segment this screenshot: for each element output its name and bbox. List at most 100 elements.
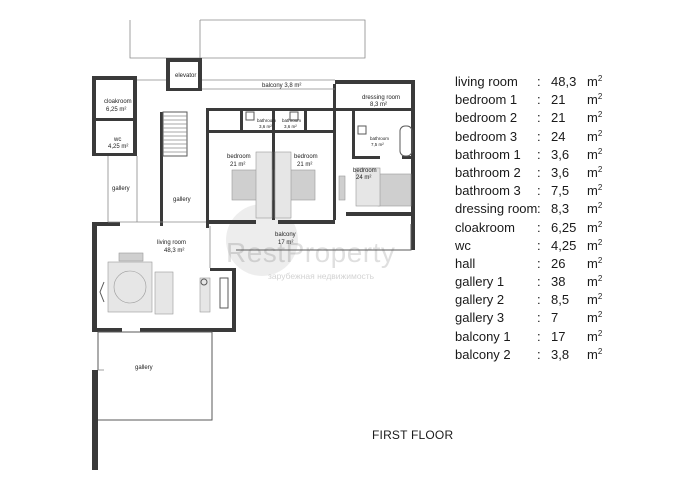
legend-separator: :: [537, 110, 541, 126]
window-bay: [219, 277, 229, 309]
legend-separator: :: [537, 201, 541, 217]
legend-area-value: 8,5: [551, 292, 570, 308]
legend-unit-exponent: 2: [597, 92, 603, 102]
legend-separator: :: [537, 328, 541, 344]
legend-separator: :: [537, 219, 541, 235]
legend-row: bathroom 1:3,6 m2: [455, 146, 655, 164]
legend-room-name: living room: [455, 74, 518, 89]
legend-unit-exponent: 2: [597, 110, 603, 120]
coffee-table: [113, 270, 147, 304]
legend-room-name: hall: [455, 255, 476, 271]
legend-area-value: 3,6: [551, 146, 570, 162]
legend-area-unit: m2: [587, 164, 602, 182]
legend-unit-base: m: [587, 146, 598, 162]
legend-area-unit: m2: [587, 255, 602, 273]
legend-area-unit: m2: [587, 291, 602, 309]
legend-area-value: 21: [551, 92, 566, 108]
label-gallery-left: gallery: [112, 186, 130, 192]
legend-area-value: 48,3: [551, 74, 577, 89]
bathtub: [399, 125, 413, 157]
label-bathroom-left-area: 3,6 m²: [259, 124, 272, 129]
label-balcony-top: balcony 3,8 m²: [262, 83, 301, 89]
bedroom-right-desk: [338, 175, 346, 201]
legend-area-value: 26: [551, 255, 566, 271]
legend-area-value: 38: [551, 274, 566, 290]
legend-room-name: bedroom 3: [455, 128, 518, 144]
legend-room-name: gallery 3: [455, 310, 505, 326]
label-dressing-room: dressing room: [362, 95, 400, 101]
legend-unit-base: m: [587, 128, 598, 144]
legend-area-value: 7,5: [551, 183, 570, 199]
legend-unit-base: m: [587, 74, 598, 89]
legend-unit-exponent: 2: [597, 201, 603, 211]
sofa-top: [118, 252, 144, 262]
legend-separator: :: [537, 237, 541, 253]
label-gallery-mid: gallery: [173, 197, 191, 203]
legend-room-name: gallery 1: [455, 274, 505, 290]
label-dressing-room-area: 8,3 m²: [370, 102, 387, 108]
legend-area-unit: m2: [587, 237, 602, 255]
label-bathroom-mid: bathroom: [282, 118, 301, 123]
label-balcony-bottom: balcony: [275, 232, 296, 238]
legend-area-unit: m2: [587, 200, 602, 218]
floor-title: FIRST FLOOR: [372, 428, 454, 442]
legend-area-value: 24: [551, 128, 566, 144]
legend-area-unit: m2: [587, 91, 602, 109]
label-gallery-bottom: gallery: [135, 365, 153, 371]
interior-walls: [160, 84, 411, 228]
legend-unit-base: m: [587, 255, 598, 271]
legend-area-value: 7: [551, 310, 559, 326]
label-bedroom-left: bedroom: [227, 154, 251, 160]
legend-unit-exponent: 2: [597, 74, 603, 83]
legend-area-unit: m2: [587, 273, 602, 291]
bed-left-frame: [255, 151, 273, 219]
legend-unit-exponent: 2: [597, 310, 603, 320]
legend-separator: :: [537, 164, 541, 180]
legend-room-name: gallery 2: [455, 292, 505, 308]
legend-separator: :: [537, 346, 541, 362]
legend-room-name: bathroom 1: [455, 146, 521, 162]
legend-area-unit: m2: [587, 73, 602, 91]
legend-unit-base: m: [587, 164, 598, 180]
legend-area-value: 3,8: [551, 346, 570, 362]
legend-unit-base: m: [587, 310, 598, 326]
legend-separator: :: [537, 92, 541, 108]
label-bathroom-mid-area: 3,6 m²: [284, 124, 297, 129]
elevator-block: [166, 58, 202, 91]
label-bathroom-left: bathroom: [257, 118, 276, 123]
legend-unit-base: m: [587, 292, 598, 308]
bed-mid-frame: [274, 151, 292, 219]
legend-unit-exponent: 2: [597, 183, 603, 193]
label-bathroom-right: bathroom: [370, 136, 389, 141]
legend-room-name: wc: [455, 237, 471, 253]
label-bedroom-right: bedroom: [353, 168, 377, 174]
legend-area-unit: m2: [587, 309, 602, 327]
legend-room-name: bathroom 2: [455, 164, 521, 180]
label-bedroom-left-area: 21 m²: [230, 162, 245, 168]
bed-right: [377, 173, 412, 207]
label-bathroom-right-area: 7,5 m²: [371, 142, 384, 147]
side-table: [199, 277, 211, 313]
legend-area-unit: m2: [587, 346, 602, 364]
room-labels: elevator balcony 3,8 m² dressing room 8,…: [104, 73, 400, 371]
label-bedroom-mid-area: 21 m²: [297, 162, 312, 168]
legend-area-unit: m2: [587, 146, 602, 164]
legend-separator: :: [537, 146, 541, 162]
legend-unit-base: m: [587, 346, 598, 362]
legend-area-value: 3,6: [551, 164, 570, 180]
label-wc: wc: [113, 137, 121, 143]
legend-row: bathroom 2:3,6 m2: [455, 164, 655, 182]
legend-unit-exponent: 2: [597, 164, 603, 174]
legend-area-unit: m2: [587, 182, 602, 200]
legend-unit-exponent: 2: [597, 328, 603, 338]
legend-area-value: 6,25: [551, 219, 577, 235]
